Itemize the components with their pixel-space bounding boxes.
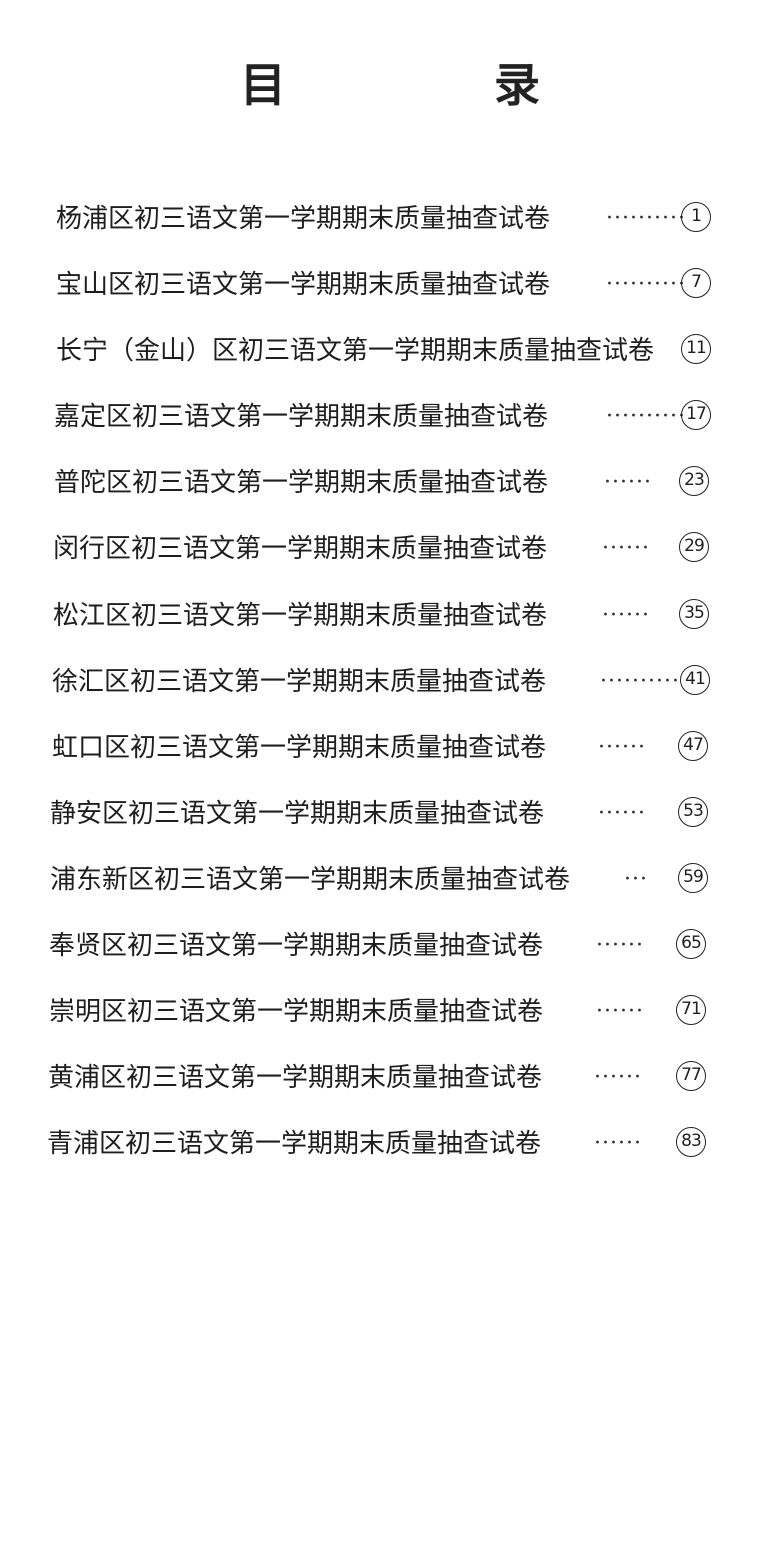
toc-entry[interactable]: 闵行区初三语文第一学期期末质量抽查试卷 ······ 29	[0, 520, 780, 586]
toc-entry-title: 奉贤区初三语文第一学期期末质量抽查试卷	[49, 931, 544, 962]
toc-entry-title: 长宁（金山）区初三语文第一学期期末质量抽查试卷	[56, 336, 655, 367]
toc-entry-leader: ······	[598, 800, 646, 826]
toc-entry[interactable]: 静安区初三语文第一学期期末质量抽查试卷 ······ 53	[0, 785, 780, 851]
toc-entry-leader: ······	[596, 933, 644, 959]
toc-entry-page-number: 41	[680, 664, 710, 695]
toc-entry-page-number: 23	[679, 466, 709, 497]
toc-entry[interactable]: 奉贤区初三语文第一学期期末质量抽查试卷 ······ 65	[0, 917, 780, 983]
toc-list: 杨浦区初三语文第一学期期末质量抽查试卷 ·········· 1 宝山区初三语文…	[0, 190, 780, 1181]
toc-entry[interactable]: 普陀区初三语文第一学期期末质量抽查试卷 ······ 23	[0, 454, 780, 520]
toc-entry-page-number: 77	[676, 1061, 706, 1092]
toc-entry-page-number: 59	[678, 862, 708, 893]
toc-entry[interactable]: 徐汇区初三语文第一学期期末质量抽查试卷 ·········· 41	[0, 653, 780, 719]
toc-entry[interactable]: 宝山区初三语文第一学期期末质量抽查试卷 ·········· 7	[0, 256, 780, 322]
toc-entry-page-number: 11	[681, 334, 711, 365]
toc-entry-leader: ··········	[600, 668, 680, 694]
toc-entry-page-number: 71	[676, 995, 706, 1026]
toc-entry[interactable]: 虹口区初三语文第一学期期末质量抽查试卷 ······ 47	[0, 719, 780, 785]
toc-entry-leader: ··········	[606, 404, 686, 430]
toc-entry-title: 崇明区初三语文第一学期期末质量抽查试卷	[49, 997, 544, 1028]
toc-entry[interactable]: 浦东新区初三语文第一学期期末质量抽查试卷 ··· 59	[0, 851, 780, 917]
toc-entry-title: 宝山区初三语文第一学期期末质量抽查试卷	[56, 270, 551, 301]
toc-entry[interactable]: 黄浦区初三语文第一学期期末质量抽查试卷 ······ 77	[0, 1049, 780, 1115]
toc-entry-leader: ······	[602, 602, 650, 628]
toc-entry[interactable]: 崇明区初三语文第一学期期末质量抽查试卷 ······ 71	[0, 983, 780, 1049]
toc-entry-leader: ······	[602, 536, 650, 562]
toc-entry[interactable]: 松江区初三语文第一学期期末质量抽查试卷 ······ 35	[0, 587, 780, 653]
toc-entry-title: 普陀区初三语文第一学期期末质量抽查试卷	[54, 468, 549, 499]
toc-entry-leader: ··········	[606, 272, 686, 298]
toc-entry-page-number: 35	[679, 598, 709, 629]
toc-entry[interactable]: 青浦区初三语文第一学期期末质量抽查试卷 ······ 83	[0, 1115, 780, 1181]
toc-entry-page-number: 17	[681, 400, 711, 431]
page-title: 目 录	[239, 58, 636, 112]
toc-entry-title: 徐汇区初三语文第一学期期末质量抽查试卷	[52, 666, 547, 697]
toc-entry-title: 杨浦区初三语文第一学期期末质量抽查试卷	[56, 204, 551, 234]
toc-entry-page-number: 29	[679, 532, 709, 563]
toc-entry-leader: ······	[604, 470, 652, 496]
toc-entry-page-number: 7	[681, 268, 711, 299]
toc-entry[interactable]: 长宁（金山）区初三语文第一学期期末质量抽查试卷 11	[0, 322, 780, 388]
toc-entry-title: 闵行区初三语文第一学期期末质量抽查试卷	[53, 534, 548, 565]
toc-entry-title: 浦东新区初三语文第一学期期末质量抽查试卷	[50, 864, 571, 895]
toc-entry-title: 静安区初三语文第一学期期末质量抽查试卷	[50, 798, 545, 829]
toc-entry-page-number: 83	[676, 1127, 706, 1158]
toc-entry-page-number: 53	[678, 796, 708, 827]
toc-entry-title: 黄浦区初三语文第一学期期末质量抽查试卷	[48, 1063, 543, 1094]
toc-entry-leader: ······	[596, 999, 644, 1025]
toc-entry-title: 松江区初三语文第一学期期末质量抽查试卷	[53, 600, 548, 631]
toc-entry-leader: ······	[598, 734, 646, 760]
toc-entry-leader: ······	[594, 1131, 642, 1157]
toc-entry-title: 青浦区初三语文第一学期期末质量抽查试卷	[47, 1129, 542, 1160]
toc-entry-page-number: 65	[676, 929, 706, 960]
toc-entry-leader: ··········	[606, 206, 686, 231]
toc-entry[interactable]: 嘉定区初三语文第一学期期末质量抽查试卷 ·········· 17	[0, 388, 780, 454]
toc-entry-page-number: 1	[681, 202, 711, 232]
toc-entry-page-number: 47	[678, 730, 708, 761]
toc-entry-title: 嘉定区初三语文第一学期期末质量抽查试卷	[54, 402, 549, 433]
toc-entry-leader: ···	[624, 866, 648, 892]
toc-entry-leader: ······	[594, 1065, 642, 1091]
toc-entry-title: 虹口区初三语文第一学期期末质量抽查试卷	[52, 732, 547, 763]
toc-entry[interactable]: 杨浦区初三语文第一学期期末质量抽查试卷 ·········· 1	[0, 190, 780, 256]
